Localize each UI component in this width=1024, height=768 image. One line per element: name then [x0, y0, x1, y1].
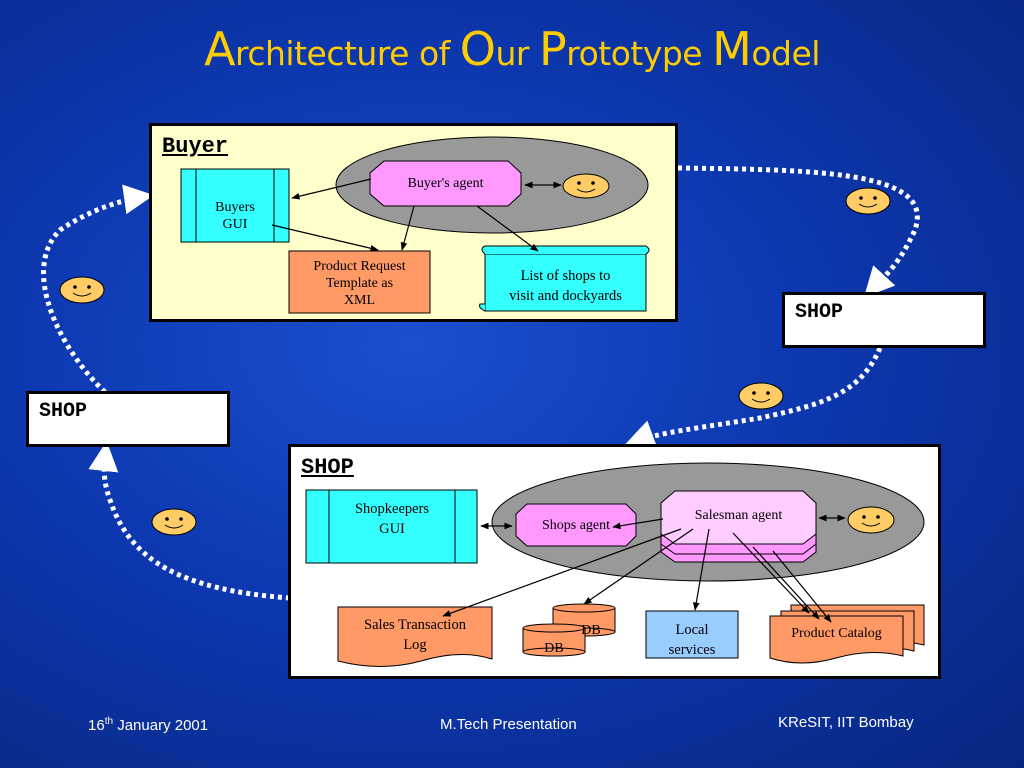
- buyer-agent-node: [369, 160, 522, 207]
- buyer-agent-label: Buyer's agent: [407, 176, 484, 191]
- smiley-face-icon: [738, 382, 784, 410]
- shopkeepers-gui-box: [305, 489, 478, 564]
- product-catalog-label: Product Catalog: [791, 626, 882, 641]
- local-services-box: [645, 610, 739, 659]
- shop-box-right: SHOP: [782, 292, 986, 348]
- shop-box-left: SHOP: [26, 391, 230, 447]
- shop-panel-graphics: [305, 462, 925, 667]
- footer-center: M.Tech Presentation: [440, 716, 577, 733]
- shop-panel-title: SHOP: [301, 455, 354, 480]
- sales-log-box: [337, 606, 493, 667]
- slide-title: Architecture of Our Prototype Model: [204, 22, 820, 76]
- shops-list-scroll: [479, 245, 650, 312]
- shop-box-left-label: SHOP: [39, 400, 88, 423]
- db-cylinder-front: [522, 623, 586, 657]
- arrow-salesman-to-catalog-1: [732, 532, 810, 614]
- shops-agent-label: Shops agent: [541, 518, 611, 533]
- shop-box-right-label: SHOP: [795, 301, 844, 324]
- arrow-salesman-to-db: [583, 528, 694, 605]
- footer-right: KReSIT, IIT Bombay: [778, 714, 914, 731]
- buyers-gui-box: [180, 168, 290, 243]
- arrow-salesman-to-log: [442, 528, 682, 617]
- product-request-box: [288, 250, 431, 314]
- smiley-face-icon: [845, 187, 891, 215]
- flow-arrow-leftshop-to-buyer: [41, 184, 154, 394]
- smiley-face-icon: [59, 276, 105, 304]
- smiley-face-icon: [151, 508, 197, 536]
- smiley-face-icon: [847, 506, 895, 534]
- salesman-agent-node: [660, 490, 817, 563]
- arrow-agent-to-gui: [291, 178, 372, 200]
- footer-date: 16th January 2001: [88, 716, 209, 734]
- smiley-face-icon: [562, 173, 610, 199]
- arrow-gui-to-request: [271, 224, 379, 252]
- salesman-agent-label: Salesman agent: [694, 508, 783, 523]
- arrow-salesman-to-catalog-3: [772, 550, 832, 623]
- arrow-agent-to-request: [400, 205, 415, 251]
- shops-agent-node: [515, 503, 637, 547]
- buyer-panel-title: Buyer: [162, 134, 229, 159]
- flow-arrow-buyer-to-shop: [677, 165, 920, 298]
- buyer-panel-graphics: [180, 136, 650, 314]
- arrow-salesman-to-shopsagent: [612, 518, 664, 530]
- db-front-label: DB: [544, 641, 564, 656]
- flow-arrow-shop-to-leftshop: [88, 441, 291, 601]
- arrow-agent-to-list: [476, 205, 539, 252]
- arrow-salesman-to-catalog-2: [752, 546, 820, 620]
- db-back-label: DB: [581, 623, 601, 638]
- flow-arrow-shop-to-shop: [624, 347, 883, 449]
- arrow-salesman-to-local: [692, 528, 710, 611]
